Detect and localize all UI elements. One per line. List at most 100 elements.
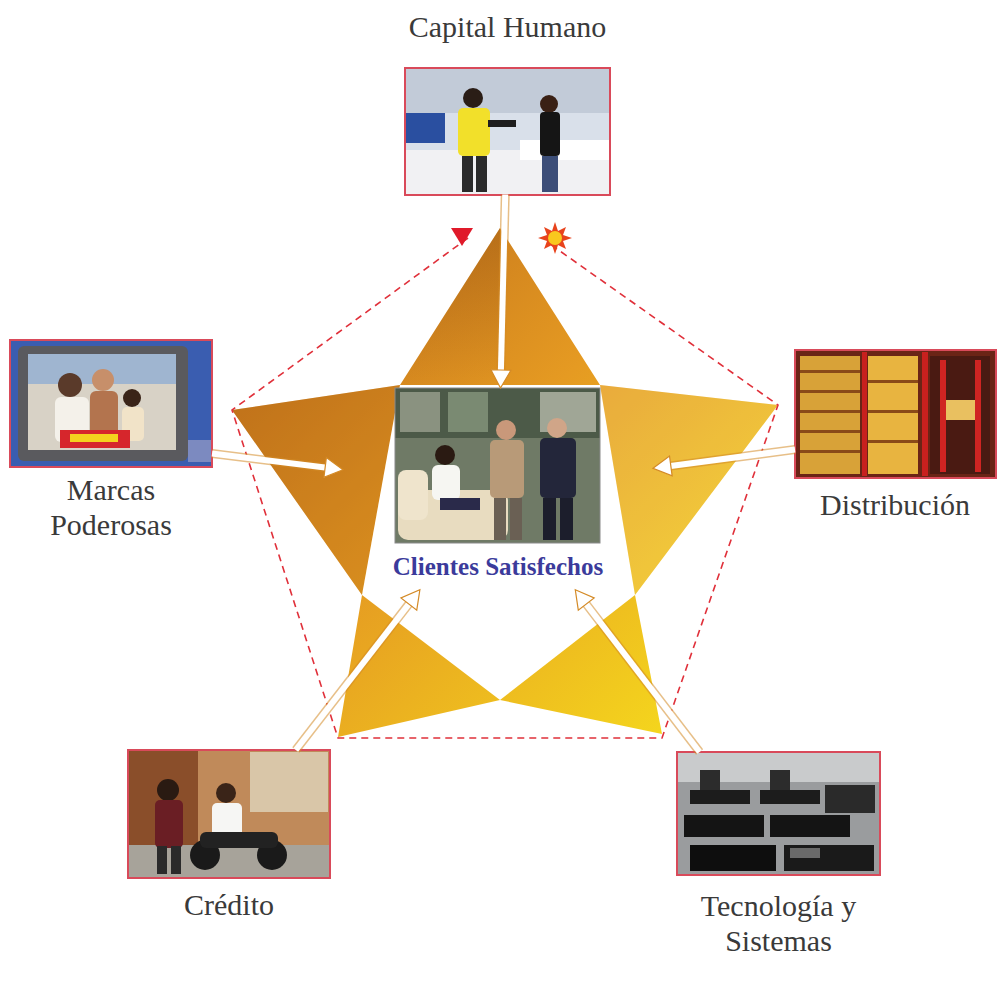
customers-photo [494,498,506,540]
staff-photo [540,112,560,156]
arrow-shaft [667,450,795,467]
warehouse-photo [868,440,918,443]
sun-icon [538,222,572,254]
customers-photo [395,388,600,543]
staff-photo [405,113,445,143]
computer-room-photo [784,845,874,871]
warehouse-photo [940,360,946,472]
star-shape [362,385,635,700]
arrow-head [324,458,343,478]
tv-photo [60,430,130,448]
customers-photo [395,388,600,543]
pillar-node: Distribución [795,350,995,523]
customers-photo [400,392,440,432]
tv-photo [70,434,118,442]
arrow-head [401,590,420,610]
staff-photo [542,156,558,192]
computer-room-photo [690,845,776,871]
credit-photo [155,800,183,848]
credit-photo [128,750,330,878]
staff-photo [463,88,483,108]
computer-room-photo [677,752,880,875]
warehouse-photo [800,390,860,393]
arrow-head [653,456,672,476]
flow-arrow [653,450,795,476]
flow-arrow [491,195,511,389]
customers-photo [547,418,567,438]
computer-room-photo [677,752,880,875]
arrow-shaft [212,453,329,467]
customers-photo [395,388,600,543]
computer-room-photo [770,770,790,790]
warehouse-photo [975,360,981,472]
staff-photo [476,156,487,192]
computer-room-photo [690,790,750,804]
tv-photo [18,346,188,461]
staff-photo [488,120,516,127]
customers-photo [440,498,480,510]
staff-photo [458,108,490,156]
node-label: Marcas Poderosas [10,473,212,542]
tv-photo [28,354,176,450]
warehouse-photo [930,356,990,474]
credit-photo [128,750,330,878]
flow-arrow [212,453,343,477]
staff-photo [405,68,610,195]
computer-room-photo [790,848,820,858]
warehouse-photo [868,356,918,474]
star-shape [400,228,500,385]
node-label: Tecnología y Sistemas [677,889,880,958]
warehouse-photo [800,410,860,413]
credit-photo [250,752,328,812]
arrow-head [575,590,594,610]
customers-photo [560,498,573,540]
warehouse-photo [800,450,860,453]
triangle-marker [451,228,473,246]
computer-room-photo [825,785,875,813]
customers-photo [496,420,516,440]
arrow-shaft [296,601,412,750]
tv-photo [123,389,141,407]
credit-photo [157,846,167,874]
customers-photo [540,438,576,498]
credit-photo [128,845,330,878]
tv-photo [10,340,212,467]
staff-photo [540,95,558,113]
arrow-shaft [212,453,329,467]
credit-photo [212,803,242,837]
flow-arrow [296,590,420,750]
arrow-shaft [667,450,795,467]
warehouse-photo [800,430,860,433]
warehouse-photo [862,352,867,476]
warehouse-photo [800,370,860,373]
staff-photo [405,68,610,195]
warehouse-photo [868,410,918,413]
customers-photo [448,392,488,432]
credit-photo [171,846,181,874]
computer-room-photo [770,815,850,837]
staff-photo [520,140,610,160]
sun-icon [548,231,562,245]
warehouse-photo [795,350,996,478]
computer-room-photo [684,815,764,837]
warehouse-photo [868,380,918,383]
arrow-shaft [584,601,700,752]
tv-photo [58,373,82,397]
warehouse-photo [795,350,996,478]
credit-photo [200,832,278,848]
arrow-shaft [501,195,505,375]
tv-photo [10,340,212,467]
node-label: Crédito [128,888,330,923]
credit-photo [157,779,179,801]
arrow-shaft [501,195,505,375]
warehouse-photo [800,356,860,474]
pillar-node: Tecnología y Sistemas [677,752,880,958]
computer-room-photo [677,752,880,875]
customers-photo [543,498,556,540]
pillar-node: Crédito [128,750,330,923]
staff-photo [405,68,610,113]
node-label: Clientes Satisfechos [343,553,653,582]
tv-photo [188,440,212,462]
node-label: Distribución [795,488,995,523]
